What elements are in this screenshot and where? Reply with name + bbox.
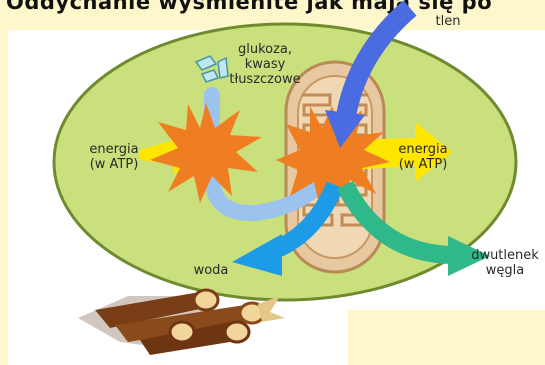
- info-box: [348, 310, 545, 365]
- energy-left-label: energia (w ATP): [84, 142, 144, 172]
- water-label: woda: [190, 263, 232, 278]
- oxygen-label: tlen: [428, 14, 468, 29]
- co2-label: dwutlenek węgla: [468, 248, 542, 278]
- energy-right-label: energia (w ATP): [393, 142, 453, 172]
- nutrients-label: glukoza, kwasy tłuszczowe: [226, 42, 304, 87]
